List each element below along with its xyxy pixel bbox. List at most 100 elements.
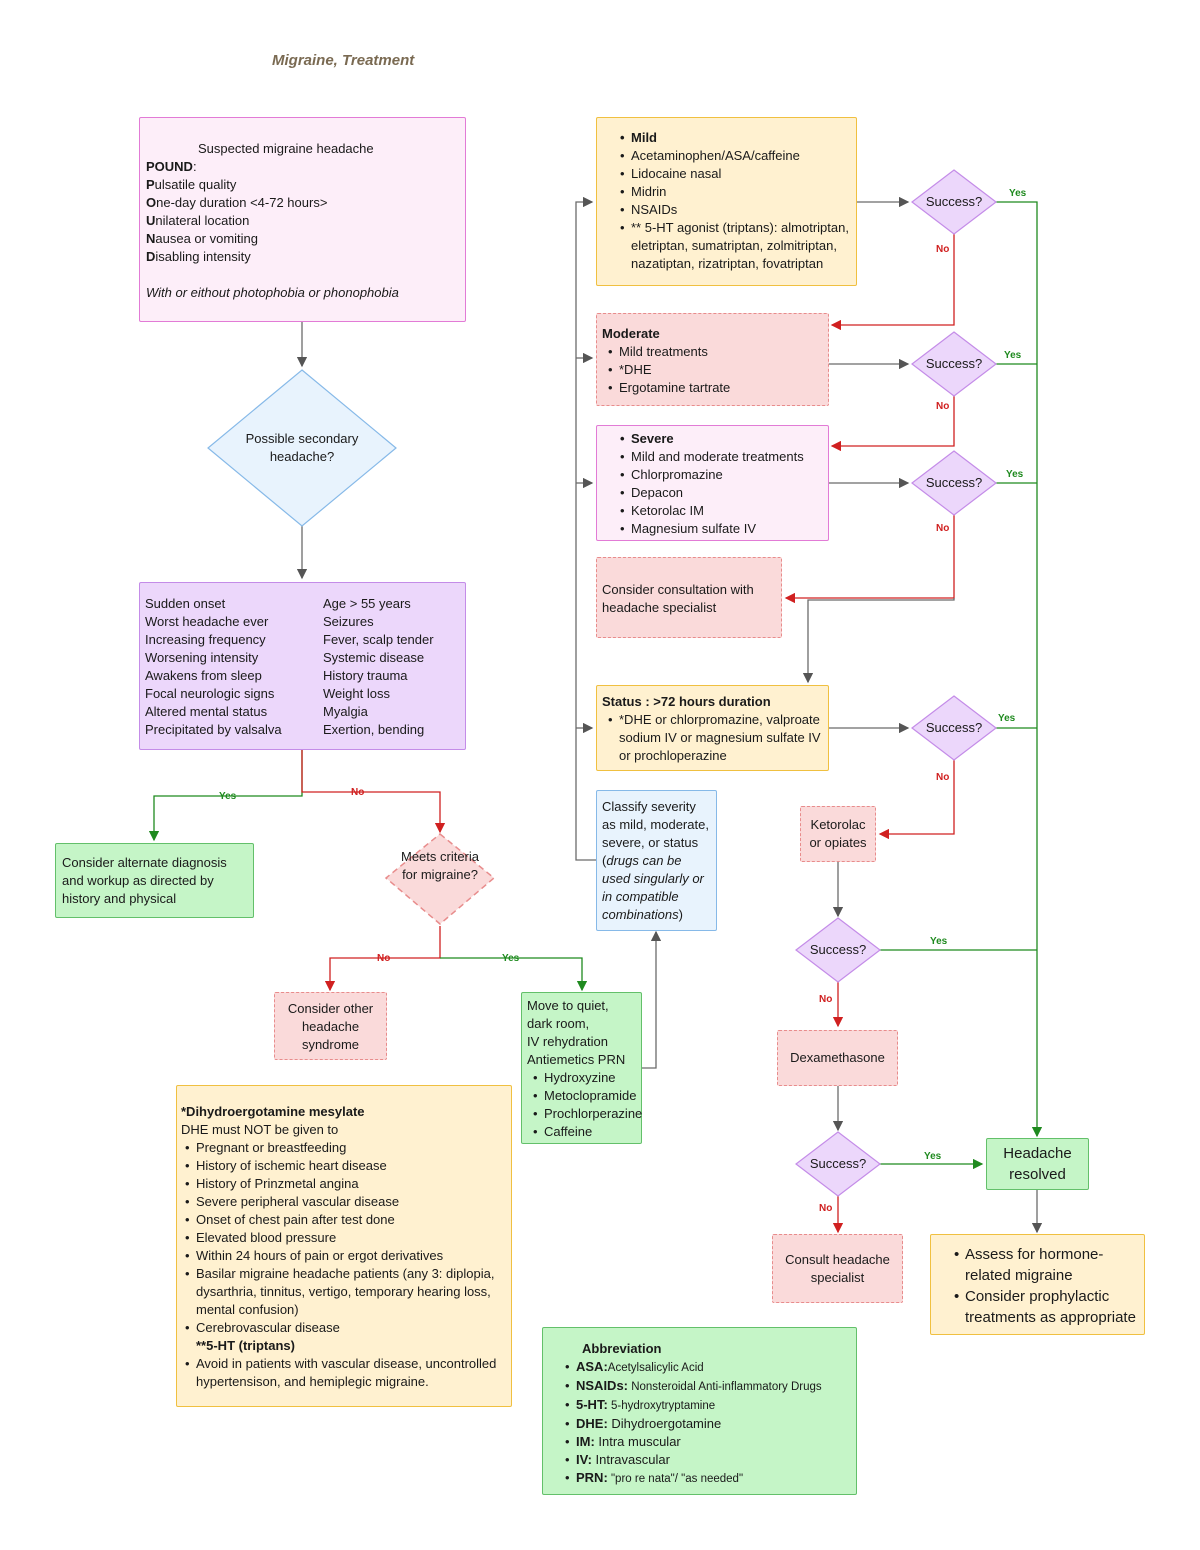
classify-italic: drugs can be used singularly or in compa… xyxy=(602,853,704,922)
antiemetic-item: Prochlorperazine xyxy=(533,1105,642,1123)
assess-item: Consider prophylactic treatments as appr… xyxy=(954,1286,1138,1328)
yes-label: Yes xyxy=(924,1151,942,1162)
suspected-migraine-box: Suspected migraine headache POUND: Pulsa… xyxy=(139,117,466,322)
severe-item: Depacon xyxy=(620,484,823,502)
success-label: Success? xyxy=(925,356,983,371)
severe-title: Severe xyxy=(620,430,823,448)
no-label: No xyxy=(819,1203,833,1214)
moderate-item: Ergotamine tartrate xyxy=(608,379,823,397)
red-flag-right: Fever, scalp tender xyxy=(323,632,434,647)
dexamethasone-box: Dexamethasone xyxy=(777,1030,898,1086)
classify-text: Classify severity as mild, moderate, sev… xyxy=(602,799,709,850)
secondary-decision-label: Possible secondary headache? xyxy=(245,431,359,464)
no-label: No xyxy=(936,523,950,534)
page-title: Migraine, Treatment xyxy=(272,52,415,69)
no-label: No xyxy=(377,953,391,964)
moderate-item: Mild treatments xyxy=(608,343,823,361)
dhe-item: History of ischemic heart disease xyxy=(185,1157,505,1175)
triptan-title: **5-HT (triptans) xyxy=(196,1338,295,1353)
success-label: Success? xyxy=(809,942,867,957)
red-flag-right: Age > 55 years xyxy=(323,596,411,611)
abbreviation-item: DHE: Dihydroergotamine xyxy=(565,1415,850,1433)
red-flag-left: Altered mental status xyxy=(145,704,268,719)
dhe-item: Onset of chest pain after test done xyxy=(185,1211,505,1229)
dhe-item: Cerebrovascular disease xyxy=(185,1319,505,1337)
supportive-line: IV rehydration xyxy=(527,1034,608,1049)
dhe-item: Elevated blood pressure xyxy=(185,1229,505,1247)
pound-item: One-day duration <4-72 hours> xyxy=(146,195,328,210)
pound-item: Pulsatile quality xyxy=(146,177,237,192)
red-flag-left: Awakens from sleep xyxy=(145,668,262,683)
antiemetic-item: Caffeine xyxy=(533,1123,636,1141)
supportive-line: dark room, xyxy=(527,1016,590,1031)
red-flag-left: Worst headache ever xyxy=(145,614,269,629)
no-label: No xyxy=(936,244,950,255)
abbreviation-item: ASA:Acetylsalicylic Acid xyxy=(565,1358,850,1377)
dhe-item: Severe peripheral vascular disease xyxy=(185,1193,505,1211)
assess-box: Assess for hormone-related migraine Cons… xyxy=(930,1234,1145,1335)
red-flag-row: Awakens from sleep History trauma xyxy=(145,667,460,685)
ketorolac-box: Ketorolac or opiates xyxy=(800,806,876,862)
abbreviation-item: PRN: "pro re nata"/ "as needed" xyxy=(565,1469,850,1488)
pound-item: Nausea or vomiting xyxy=(146,231,259,246)
antiemetic-item: Hydroxyzine xyxy=(533,1069,636,1087)
red-flag-right: Exertion, bending xyxy=(323,722,425,737)
meets-criteria-diamond xyxy=(384,833,496,925)
dhe-notes-box: *Dihydroergotamine mesylate DHE must NOT… xyxy=(176,1085,512,1407)
success-diamond-ketorolac xyxy=(795,917,881,983)
pound-item: Disabling intensity xyxy=(146,249,251,264)
dhe-title: *Dihydroergotamine mesylate xyxy=(181,1104,365,1119)
yes-label: Yes xyxy=(930,936,948,947)
yes-label: Yes xyxy=(998,713,1016,724)
abbreviation-box: Abbreviation ASA:Acetylsalicylic Acid NS… xyxy=(542,1327,857,1495)
moderate-title: Moderate xyxy=(602,326,660,341)
red-flag-row: Worsening intensity Systemic disease xyxy=(145,649,460,667)
dhe-item: Pregnant or breastfeeding xyxy=(185,1139,505,1157)
success-label: Success? xyxy=(925,194,983,209)
red-flag-right: History trauma xyxy=(323,668,408,683)
severe-item: Magnesium sulfate IV xyxy=(620,520,823,538)
abbreviation-item: NSAIDs: Nonsteroidal Anti-inflammatory D… xyxy=(565,1377,850,1396)
antiemetic-item: Metoclopramide xyxy=(533,1087,637,1105)
severe-box: Severe Mild and moderate treatments Chlo… xyxy=(596,425,829,541)
pound-label: POUND xyxy=(146,159,193,174)
abbreviation-item: IM: Intra muscular xyxy=(565,1433,850,1451)
status-title: Status : >72 hours duration xyxy=(602,694,771,709)
secondary-diamond xyxy=(207,369,397,527)
consider-consultation-box: Consider consultation with headache spec… xyxy=(596,557,782,638)
dhe-item: History of Prinzmetal angina xyxy=(185,1175,505,1193)
meets-criteria-label: Meets criteria for migraine? xyxy=(400,849,480,882)
status-box: Status : >72 hours duration *DHE or chlo… xyxy=(596,685,829,771)
supportive-care-box: Move to quiet, dark room, IV rehydration… xyxy=(521,992,642,1144)
classify-severity-box: Classify severity as mild, moderate, sev… xyxy=(596,790,717,931)
photophobia-note: With or eithout photophobia or phonophob… xyxy=(146,285,399,300)
status-item: *DHE or chlorpromazine, valproate sodium… xyxy=(608,711,823,765)
red-flag-left: Worsening intensity xyxy=(145,650,259,665)
mild-item: NSAIDs xyxy=(620,201,851,219)
yes-label: Yes xyxy=(1006,469,1024,480)
red-flag-right: Seizures xyxy=(323,614,374,629)
severe-item: Ketorolac IM xyxy=(620,502,823,520)
pound-line: POUND: xyxy=(146,159,197,174)
red-flag-row: Precipitated by valsalva Exertion, bendin… xyxy=(145,721,460,739)
abbreviation-title: Abbreviation xyxy=(582,1341,662,1356)
red-flag-right: Systemic disease xyxy=(323,650,425,665)
success-diamond-mild xyxy=(911,169,997,235)
assess-item: Assess for hormone-related migraine xyxy=(954,1244,1138,1286)
mild-item: Lidocaine nasal xyxy=(620,165,851,183)
red-flag-left: Precipitated by valsalva xyxy=(145,722,282,737)
yes-label: Yes xyxy=(1009,188,1027,199)
headache-resolved-box: Headache resolved xyxy=(986,1138,1089,1190)
supportive-line: Move to quiet, xyxy=(527,998,609,1013)
success-diamond-moderate xyxy=(911,331,997,397)
abbreviation-item: IV: Intravascular xyxy=(565,1451,850,1469)
supportive-line: Antiemetics PRN xyxy=(527,1052,626,1067)
abbreviation-item: 5-HT: 5-hydroxytryptamine xyxy=(565,1396,850,1415)
moderate-item: *DHE xyxy=(608,361,823,379)
success-diamond-severe xyxy=(911,450,997,516)
